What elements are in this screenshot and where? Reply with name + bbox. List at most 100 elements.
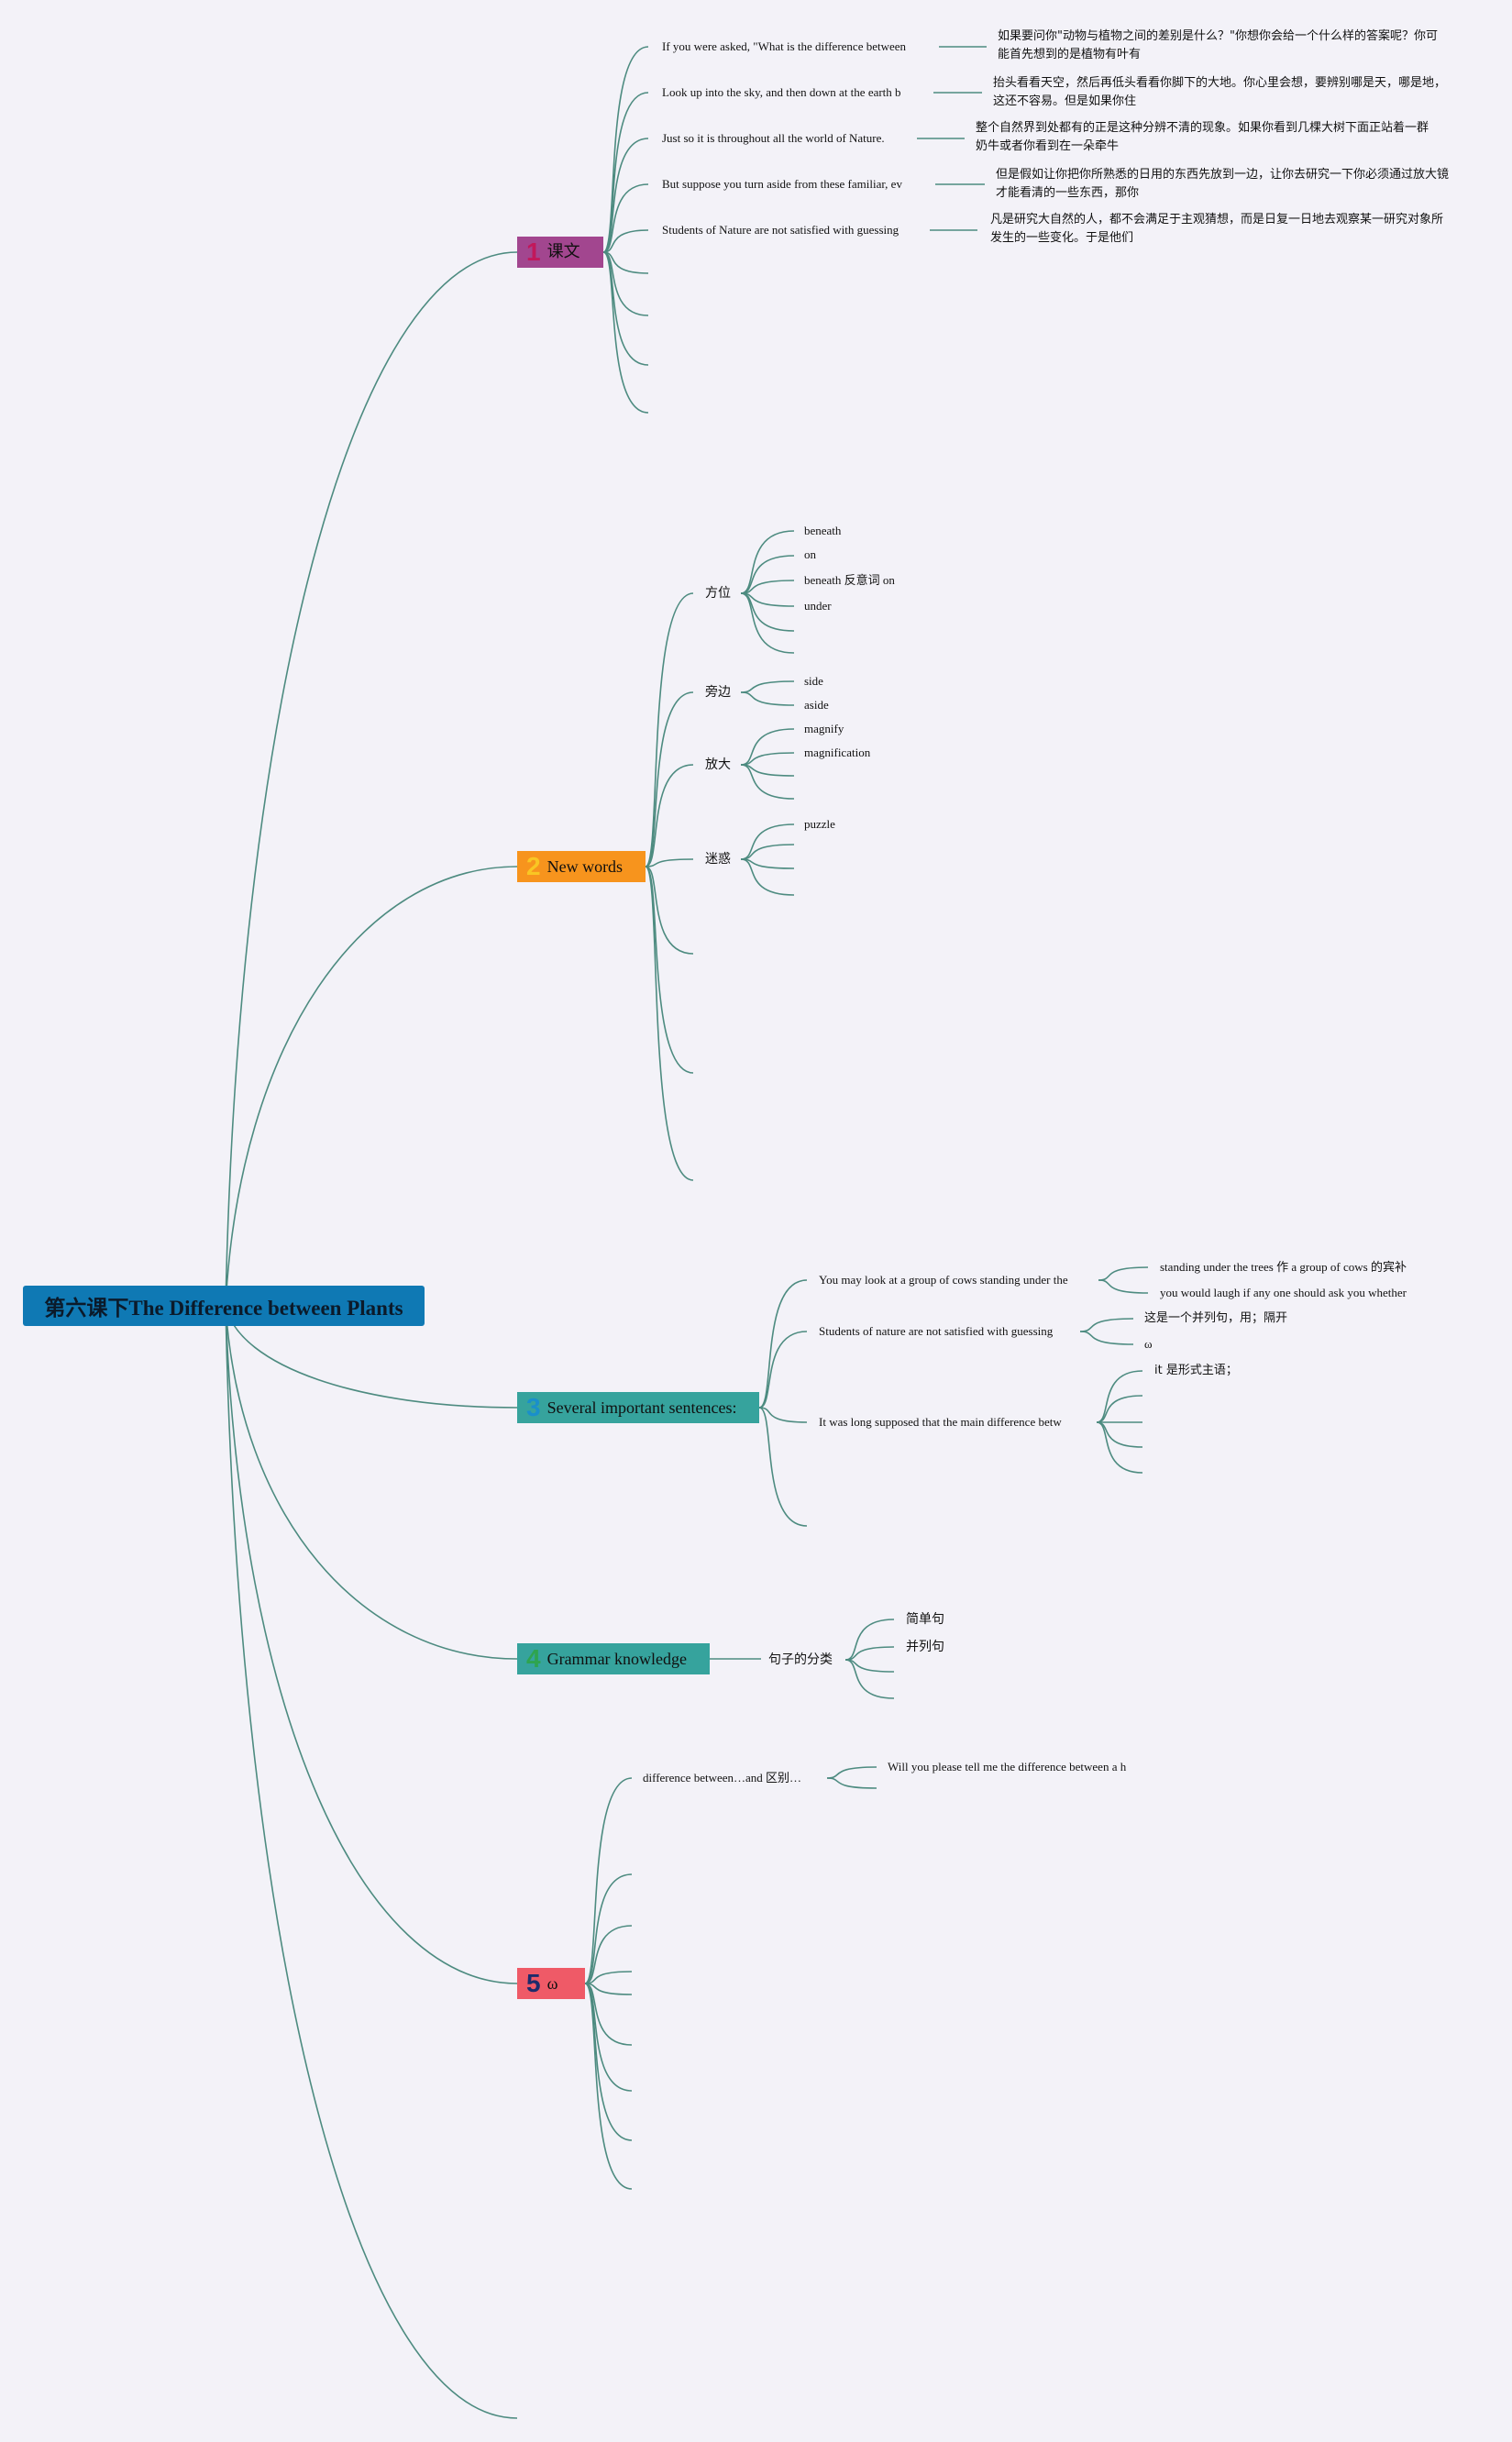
sentence-note[interactable]: standing under the trees 作 a group of co… (1160, 1260, 1407, 1274)
connector-line (844, 1659, 895, 1699)
connector-line (584, 1983, 633, 1995)
text-item-zh-3[interactable]: 整个自然界到处都有的正是这种分辨不清的现象。如果你看到几棵大树下面正站着一群奶牛… (976, 121, 1429, 153)
connector-line (602, 251, 649, 414)
text-item-en-1[interactable]: If you were asked, "What is the differen… (662, 39, 907, 53)
root-connector (225, 1305, 518, 1984)
branch-number-4: 4 (526, 1644, 541, 1673)
branch-label-4: Grammar knowledge (546, 1649, 688, 1668)
branch-1-topic[interactable]: 1 课文 (517, 237, 603, 268)
connector-line (844, 1619, 895, 1661)
connector-line (584, 1777, 633, 1984)
branch-label-2: New words (546, 856, 624, 876)
grammar-item[interactable]: 简单句 (906, 1612, 944, 1627)
group-fangda[interactable]: 放大 (705, 757, 731, 772)
connector-line (740, 555, 795, 594)
connector-line (740, 580, 795, 594)
connector-line (645, 866, 694, 1181)
connector-line (740, 530, 795, 594)
text-item-en-4[interactable]: But suppose you turn aside from these fa… (662, 177, 902, 191)
connector-line (645, 866, 694, 1074)
root-connector (225, 866, 518, 1307)
word-item[interactable]: puzzle (804, 817, 835, 831)
connector-line (602, 183, 649, 253)
connector-line (645, 764, 694, 867)
word-item[interactable]: under (804, 599, 832, 613)
branch-3-topic[interactable]: 3 Several important sentences: (517, 1392, 759, 1423)
root-connector (225, 1305, 518, 1409)
connector-line (602, 229, 649, 253)
group-fangwei[interactable]: 方位 (705, 586, 731, 601)
grammar-item[interactable]: 并列句 (906, 1640, 944, 1654)
sentence-item[interactable]: Students of nature are not satisfied wit… (819, 1324, 1054, 1338)
text-item-zh-1[interactable]: 如果要问你"动物与植物之间的差别是什么？"你想你会给一个什么样的答案呢？你可能首… (998, 29, 1438, 61)
connector-line (602, 251, 649, 274)
text-item-en-5[interactable]: Students of Nature are not satisfied wit… (662, 223, 899, 237)
root-topic[interactable]: 第六课下The Difference between Plants (23, 1286, 425, 1326)
word-item[interactable]: on (804, 547, 816, 561)
connector-line (758, 1407, 808, 1423)
connector-line (740, 680, 795, 693)
connector-line (645, 592, 694, 867)
connector-line (1096, 1421, 1143, 1474)
branch-number-5: 5 (526, 1969, 541, 1997)
connector-line (602, 46, 649, 253)
branch-label-5: ω (546, 1973, 558, 1993)
text-item-en-3[interactable]: Just so it is throughout all the world o… (662, 131, 885, 145)
connector-line (584, 1873, 633, 1984)
sentence-item[interactable]: You may look at a group of cows standing… (819, 1273, 1068, 1287)
connector-line (826, 1777, 877, 1789)
example-sentence[interactable]: Will you please tell me the difference b… (888, 1760, 1127, 1773)
word-item[interactable]: magnification (804, 746, 871, 759)
branch-2-topic[interactable]: 2 New words (517, 851, 646, 882)
text-item-zh-4[interactable]: 但是假如让你把你所熟悉的日用的东西先放到一边，让你去研究一下你必须通过放大镜才能… (996, 168, 1450, 200)
sentence-note[interactable]: 这是一个并列句，用；隔开 (1144, 1311, 1288, 1325)
sentence-item[interactable]: It was long supposed that the main diffe… (819, 1415, 1062, 1429)
text-item-zh-2[interactable]: 抬头看看天空，然后再低头看看你脚下的大地。你心里会想，要辨别哪是天，哪是地，这还… (993, 76, 1447, 108)
connector-line (584, 1983, 633, 2190)
connector-line (1096, 1370, 1143, 1423)
connector-line (740, 752, 795, 766)
root-connector (225, 1305, 518, 2419)
connector-line (602, 251, 649, 316)
connector-line (758, 1279, 808, 1409)
word-item[interactable]: beneath (804, 524, 842, 537)
branch-number-3: 3 (526, 1393, 541, 1421)
sentence-note[interactable]: you would laugh if any one should ask yo… (1160, 1286, 1407, 1299)
connector-line (645, 866, 694, 955)
branch-number-1: 1 (526, 238, 541, 266)
branch-label-3: Several important sentences: (546, 1398, 737, 1417)
connector-line (758, 1331, 808, 1409)
connector-line (740, 691, 795, 706)
connector-line (826, 1766, 877, 1779)
connector-line (1079, 1318, 1134, 1332)
sentence-note[interactable]: it 是形式主语； (1154, 1364, 1238, 1377)
sentence-classification[interactable]: 句子的分类 (768, 1652, 833, 1667)
branch-4-topic[interactable]: 4 Grammar knowledge (517, 1643, 710, 1674)
connector-line (1096, 1421, 1143, 1448)
word-item[interactable]: aside (804, 698, 829, 712)
sentence-note[interactable]: ω (1144, 1337, 1153, 1351)
connector-line (740, 764, 795, 800)
word-item[interactable]: side (804, 674, 823, 688)
text-item-zh-5[interactable]: 凡是研究大自然的人，都不会满足于主观猜想，而是日复一日地去观察某一研究对象所发生… (990, 213, 1444, 245)
phrase-item[interactable]: difference between…and 区别… (643, 1771, 802, 1785)
group-mihuo[interactable]: 迷惑 (705, 852, 731, 867)
connector-line (645, 691, 694, 867)
text-item-en-2[interactable]: Look up into the sky, and then down at t… (662, 85, 901, 99)
word-item[interactable]: beneath 反意词 on (804, 573, 895, 587)
word-item[interactable]: magnify (804, 722, 844, 735)
connector-line (602, 138, 649, 253)
group-pangbian[interactable]: 旁边 (705, 685, 731, 700)
connector-line (740, 823, 795, 860)
connector-line (1098, 1279, 1149, 1294)
connector-line (740, 844, 795, 860)
connector-line (1079, 1331, 1134, 1345)
connector-line (1098, 1266, 1149, 1281)
connector-line (584, 1925, 633, 1984)
connector-line (740, 858, 795, 896)
connector-line (645, 858, 694, 867)
branch-5-topic[interactable]: 5 ω (517, 1968, 585, 1999)
branch-number-2: 2 (526, 852, 541, 880)
